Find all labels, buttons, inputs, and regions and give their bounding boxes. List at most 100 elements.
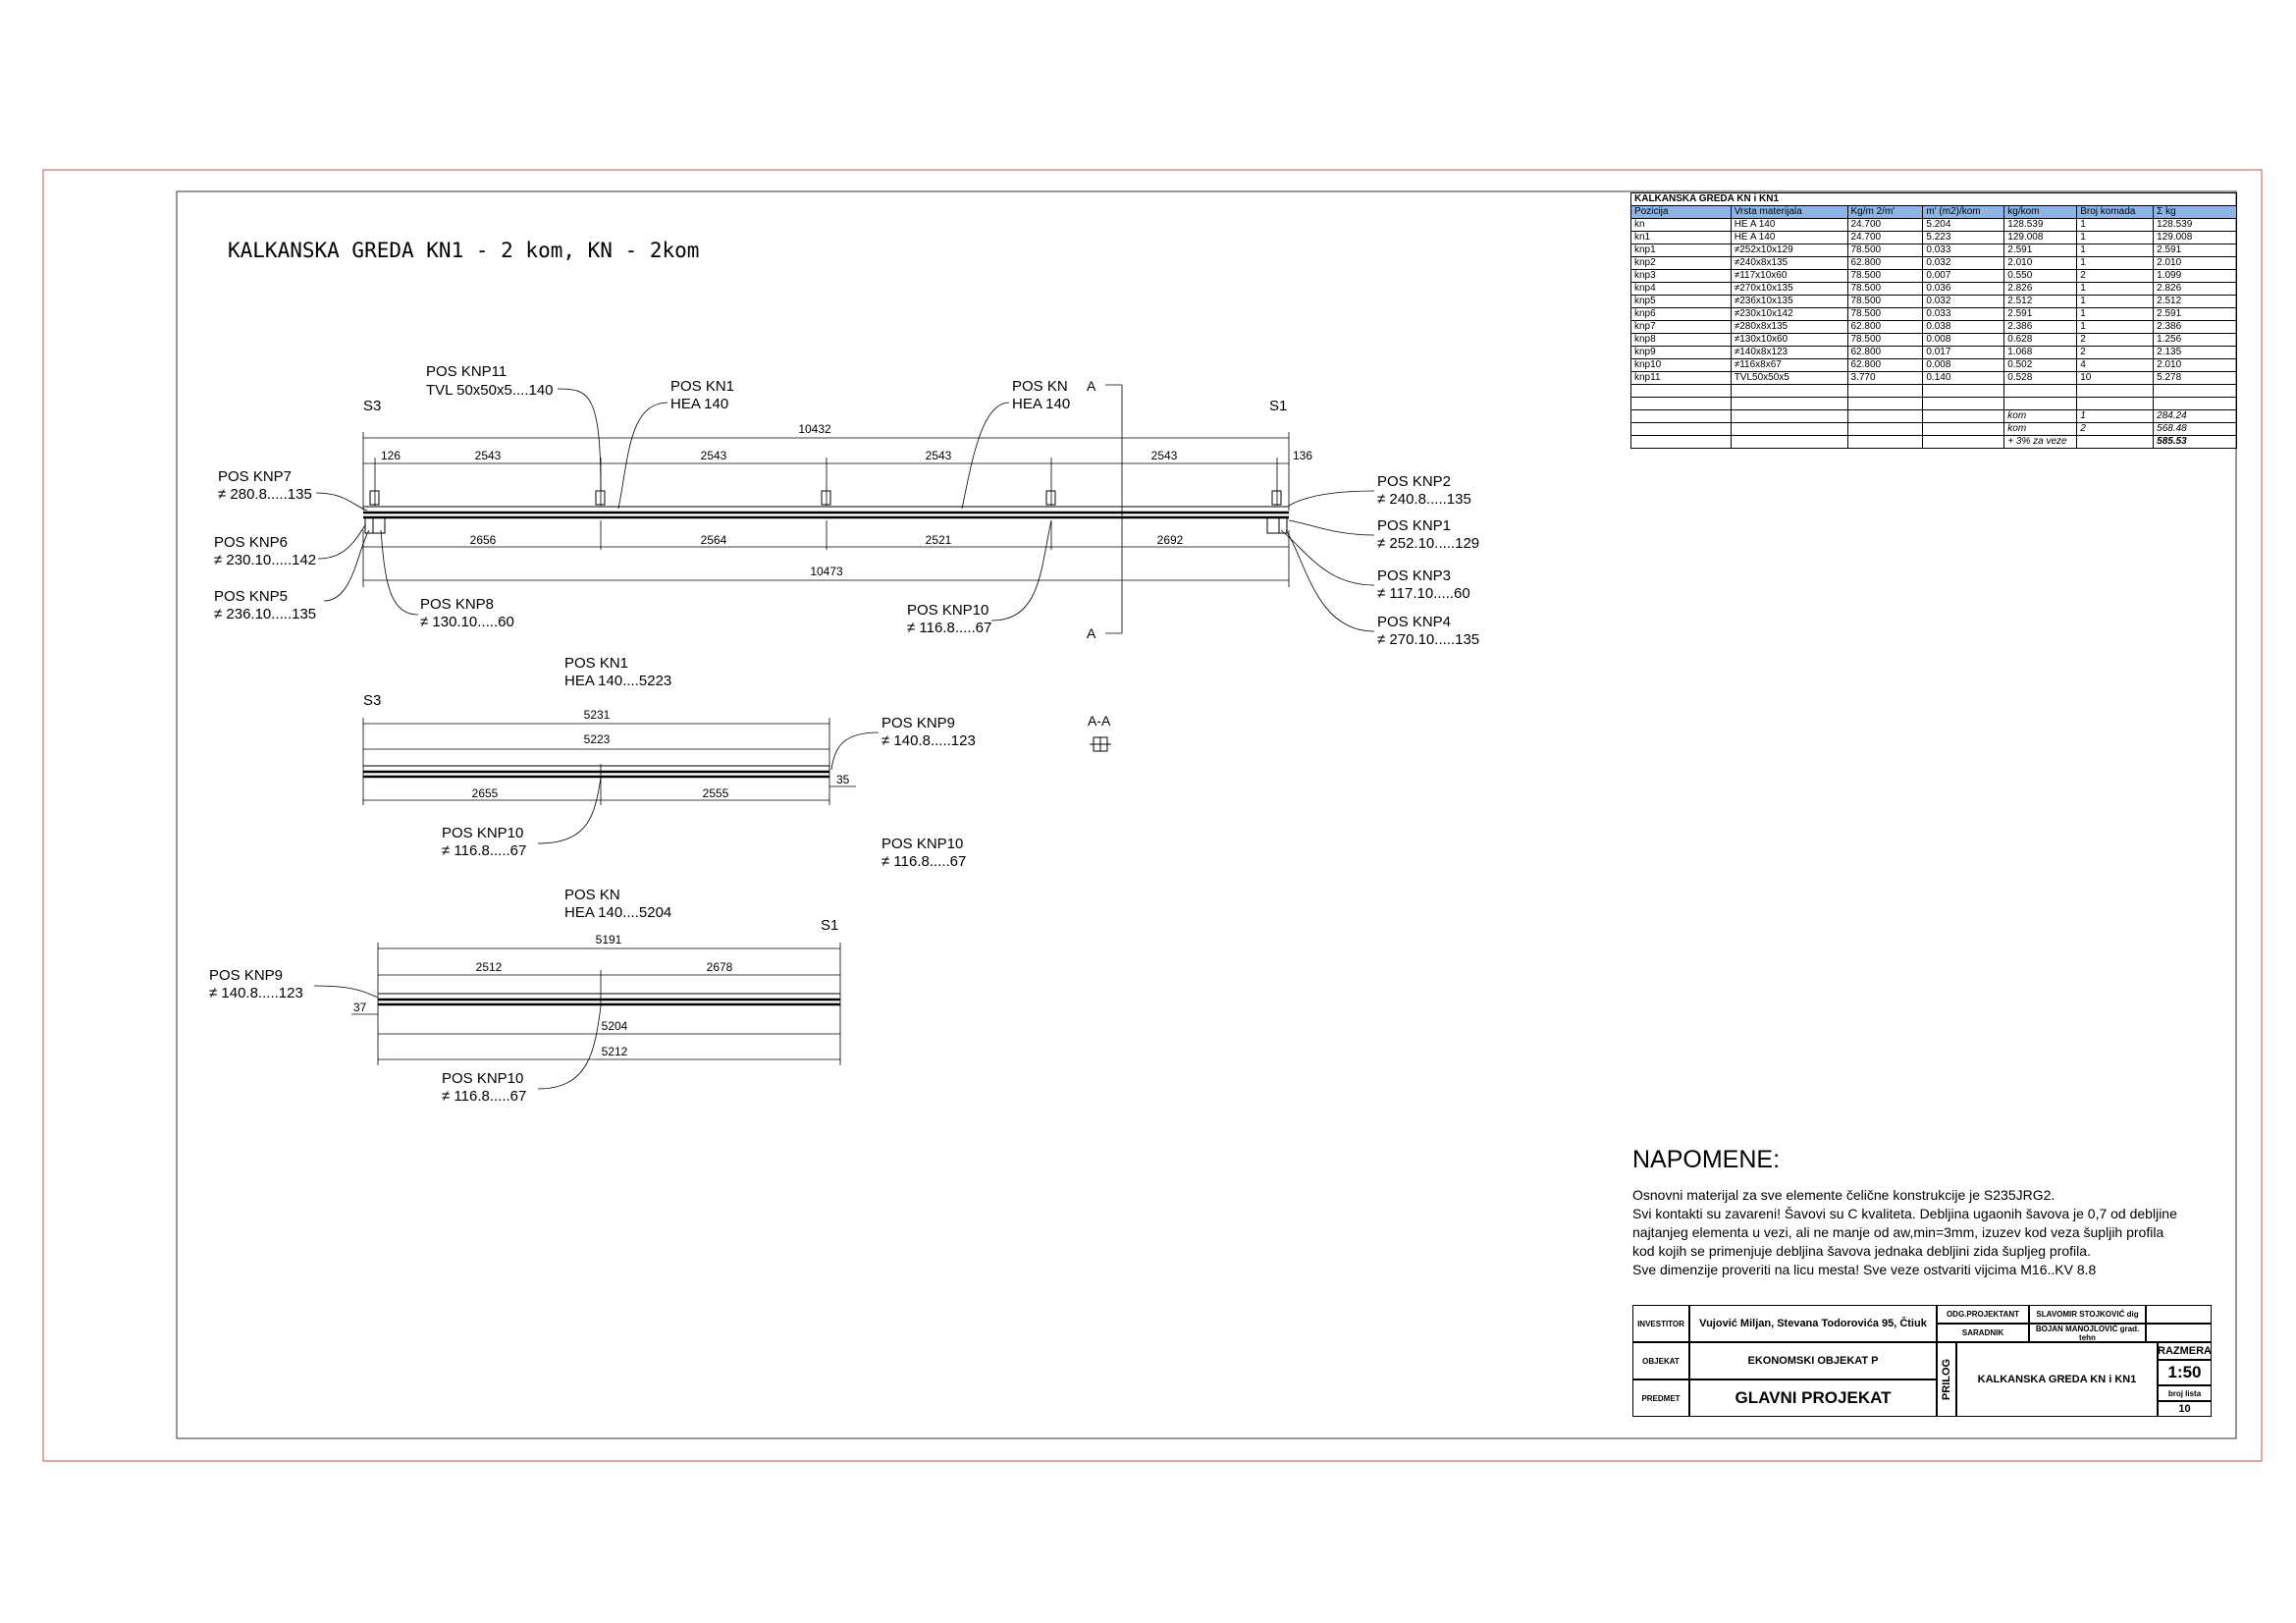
bom-cell-kg-per-piece: 1.068 — [2003, 346, 2078, 359]
notes-section: NAPOMENE: Osnovni materijal za sve eleme… — [1632, 1145, 2192, 1279]
bom-cell-empty — [1846, 409, 1924, 423]
label-knp1: POS KNP1 — [1377, 517, 1451, 534]
bom-total-sum: 585.53 — [2153, 435, 2237, 449]
bom-cell-sum: 2.826 — [2153, 282, 2237, 296]
bom-header-unit-weight: Kg/m 2/m' — [1846, 205, 1924, 219]
label-knp1-spec: ≠ 252.10.....129 — [1377, 535, 1479, 552]
bom-cell-material: ≠270x10x135 — [1730, 282, 1848, 296]
dim-top-2: 2543 — [475, 449, 502, 462]
bom-cell-kg-per-piece: 128.539 — [2003, 218, 2078, 232]
bom-cell-kg-per-piece: 2.591 — [2003, 307, 2078, 321]
bom-cell-sum: 128.539 — [2153, 218, 2237, 232]
bom-header-kg-per-piece: kg/kom — [2003, 205, 2078, 219]
title-block: INVESTITOR Vujović Miljan, Stevana Todor… — [1632, 1305, 2212, 1417]
bom-cell-empty — [2076, 397, 2155, 410]
bom-cell-kg-per-piece: 2.591 — [2003, 243, 2078, 257]
table-row-empty — [1630, 384, 2237, 398]
bom-cell-kg-per-piece: 2.826 — [2003, 282, 2078, 296]
bom-cell-sum: 2.512 — [2153, 295, 2237, 308]
label-knp6: POS KNP6 — [214, 534, 288, 551]
bom-cell-empty — [1846, 397, 1924, 410]
kn1-dim-inner: 5223 — [584, 732, 611, 746]
bom-cell-material: HE A 140 — [1730, 231, 1848, 244]
dim-overall-top: 10432 — [798, 422, 831, 436]
dim-bottom-4: 2692 — [1157, 533, 1184, 547]
bom-cell-unit-weight: 78.500 — [1846, 295, 1924, 308]
bom-cell-position: kn1 — [1630, 231, 1732, 244]
bom-cell-position: knp11 — [1630, 371, 1732, 385]
bom-cell-count: 2 — [2076, 346, 2155, 359]
bom-cell-unit-weight: 78.500 — [1846, 243, 1924, 257]
kn-label-knp9: POS KNP9 — [209, 967, 283, 984]
kn-dim-top-2: 2678 — [707, 960, 733, 974]
table-row-empty — [1630, 397, 2237, 410]
dim-top-3: 2543 — [701, 449, 727, 462]
notes-line-3: najtanjeg elementa u vezi, ali ne manje … — [1632, 1224, 2164, 1240]
dim-bottom-1: 2656 — [470, 533, 497, 547]
label-knp11: POS KNP11 — [426, 363, 507, 380]
tb-investitor: Vujović Miljan, Stevana Todorovića 95, Č… — [1689, 1305, 1937, 1342]
bom-cell-kg-per-piece: 129.008 — [2003, 231, 2078, 244]
bom-cell-sum: 129.008 — [2153, 231, 2237, 244]
bom-cell-kg-per-piece: 0.528 — [2003, 371, 2078, 385]
kn1-end-dim: 35 — [836, 773, 850, 786]
tb-saradnik-label: SARADNIK — [1937, 1324, 2029, 1342]
bom-cell-empty — [1922, 384, 2005, 398]
label-kn1: POS KN1 — [670, 378, 734, 395]
bom-cell-length: 0.032 — [1922, 295, 2005, 308]
kn-dim-top: 5191 — [596, 933, 622, 947]
main-view: S3 S1 10432 126 2543 2543 2543 2543 136 — [214, 363, 1479, 648]
label-kn: POS KN — [1012, 378, 1068, 395]
kn1-dim-outer: 5231 — [584, 708, 611, 722]
bom-cell-kg-per-piece: 2.010 — [2003, 256, 2078, 270]
bom-cell-material: ≠240x8x135 — [1730, 256, 1848, 270]
tb-razmera-label: RAZMERA — [2158, 1342, 2212, 1360]
bom-header-length: m' (m2)/kom — [1922, 205, 2005, 219]
bom-cell-length: 0.032 — [1922, 256, 2005, 270]
kn-dim-inner: 5204 — [602, 1019, 628, 1033]
bom-cell-material: ≠236x10x135 — [1730, 295, 1848, 308]
bom-cell-empty — [1922, 409, 2005, 423]
dim-overall-bottom: 10473 — [810, 565, 843, 578]
bom-cell-position: knp8 — [1630, 333, 1732, 347]
bom-cell-count: 1 — [2076, 218, 2155, 232]
notes-line-1: Osnovni materijal za sve elemente čeličn… — [1632, 1187, 2056, 1203]
bom-cell-position: knp7 — [1630, 320, 1732, 334]
tb-prilog-label: PRILOG — [1941, 1358, 1953, 1401]
bom-cell-material: ≠230x10x142 — [1730, 307, 1848, 321]
bom-cell-count: 1 — [2076, 320, 2155, 334]
bom-title: KALKANSKA GREDA KN i KN1 — [1630, 192, 2237, 206]
label-knp7-spec: ≠ 280.8.....135 — [218, 486, 312, 503]
kn-label-knp10-spec: ≠ 116.8.....67 — [442, 1088, 526, 1105]
label-knp10-spec: ≠ 116.8.....67 — [907, 620, 991, 636]
bom-cell-sum: 2.010 — [2153, 256, 2237, 270]
bom-cell-unit-weight: 78.500 — [1846, 307, 1924, 321]
kn-dim-outer: 5212 — [602, 1045, 628, 1058]
bom-cell-empty — [1922, 435, 2005, 449]
bom-cell-unit-weight: 62.800 — [1846, 358, 1924, 372]
bom-cell-unit-weight: 78.500 — [1846, 269, 1924, 283]
bom-cell-empty — [1846, 435, 1924, 449]
kn1-label-knp10-spec: ≠ 116.8.....67 — [442, 842, 526, 859]
bom-cell-sum: 2.591 — [2153, 243, 2237, 257]
kn-detail-view: POS KN HEA 140....5204 S1 5191 2512 2678… — [209, 887, 841, 1105]
bom-cell-count: 10 — [2076, 371, 2155, 385]
notes-heading: NAPOMENE: — [1632, 1146, 1781, 1173]
bom-cell-sum: 1.256 — [2153, 333, 2237, 347]
bom-cell-count: 1 — [2076, 256, 2155, 270]
dim-top-1: 126 — [381, 449, 400, 462]
kn-detail-support: S1 — [821, 917, 838, 934]
bom-cell-length: 0.033 — [1922, 243, 2005, 257]
bom-cell-length: 0.140 — [1922, 371, 2005, 385]
dim-top-5: 2543 — [1151, 449, 1178, 462]
bom-cell-length: 0.008 — [1922, 358, 2005, 372]
notes-line-2: Svi kontakti su zavareni! Šavovi su C kv… — [1632, 1206, 2177, 1221]
tb-razmera: 1:50 — [2158, 1360, 2212, 1385]
kn-label-knp9-spec: ≠ 140.8.....123 — [209, 985, 303, 1001]
